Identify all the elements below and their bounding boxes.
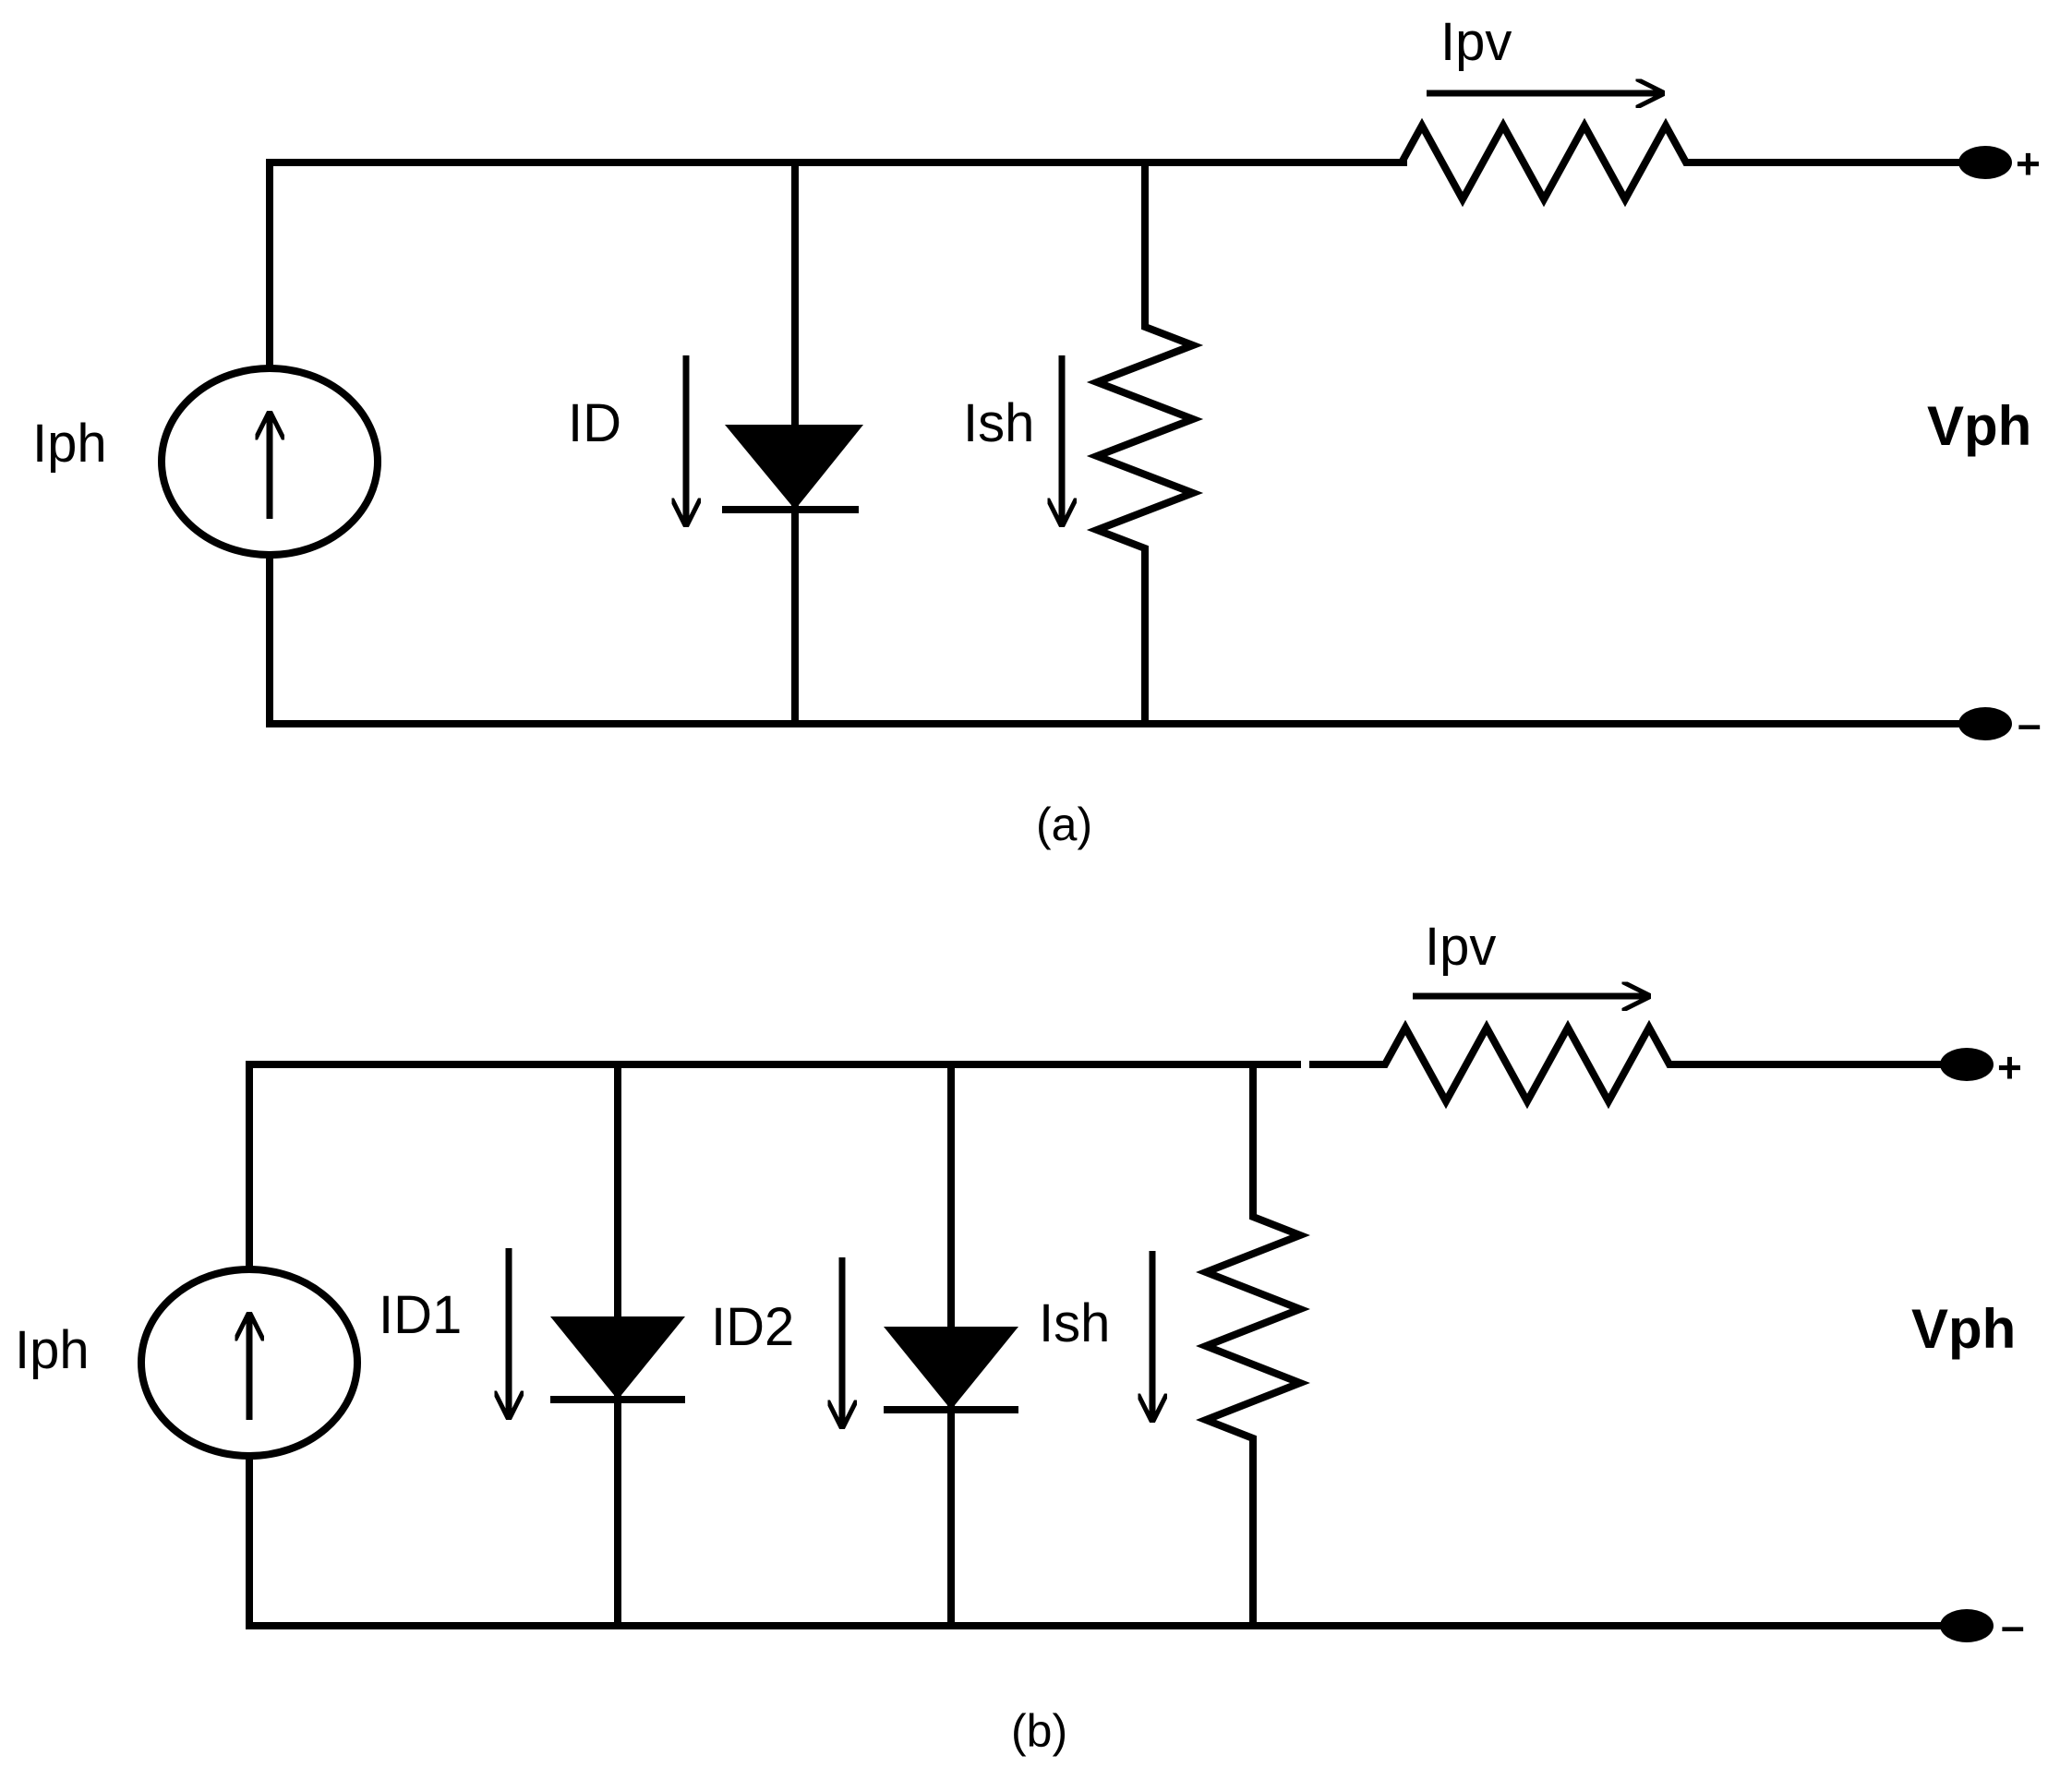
circuit-b: Iph ID1 ID2 Ish Ipv + – Vph (b): [15, 917, 2025, 1757]
circuit-a-bottom-wire: [266, 553, 1989, 727]
circuit-a-plus-terminal: [1958, 146, 2012, 179]
circuit-b-diode2-label: ID2: [711, 1297, 794, 1357]
circuit-a-shunt-resistor: [1086, 162, 1204, 724]
circuit-b-shunt-label: Ish: [1039, 1293, 1110, 1353]
circuit-b-bottom-wire: [246, 1453, 1970, 1629]
circuit-a-diode: [722, 425, 863, 513]
circuit-a-top-wire: [266, 159, 1407, 371]
circuit-a-output-current-label: Ipv: [1440, 12, 1512, 72]
circuit-b-voltage-label: Vph: [1911, 1298, 2016, 1360]
circuit-a-plus-sign: +: [2016, 139, 2041, 187]
circuit-b-diode2: [884, 1327, 1018, 1413]
circuit-a-minus-terminal: [1958, 707, 2012, 740]
circuit-a-shunt-label: Ish: [963, 393, 1034, 453]
circuit-a-current-source: [158, 365, 381, 559]
circuit-b-caption: (b): [1011, 1705, 1067, 1757]
circuit-b-current-source: [138, 1266, 361, 1460]
circuit-a-source-label: Iph: [32, 414, 107, 474]
circuit-b-plus-sign: +: [1997, 1043, 2022, 1091]
circuit-b-source-label: Iph: [15, 1320, 90, 1380]
circuit-b-series-resistor: [1309, 1019, 1967, 1110]
circuit-a-diode-label: ID: [568, 393, 621, 453]
circuit-b-diode1: [550, 1316, 685, 1403]
circuit-a-caption: (a): [1036, 799, 1092, 850]
circuit-a-voltage-label: Vph: [1927, 395, 2031, 457]
circuit-b-minus-terminal: [1940, 1609, 1994, 1642]
circuit-a-series-resistor: [1323, 117, 1985, 208]
circuit-b-plus-terminal: [1940, 1048, 1994, 1081]
circuit-b-output-current-label: Ipv: [1425, 917, 1496, 977]
circuit-b-top-wire: [246, 1061, 1301, 1273]
circuit-a: Iph ID Ish Ipv + – Vph (a): [32, 12, 2042, 850]
circuit-b-shunt-resistor: [1196, 1064, 1310, 1626]
circuit-a-minus-sign: –: [2018, 700, 2042, 748]
circuit-b-diode1-label: ID1: [379, 1285, 462, 1345]
circuit-b-minus-sign: –: [2001, 1602, 2025, 1650]
